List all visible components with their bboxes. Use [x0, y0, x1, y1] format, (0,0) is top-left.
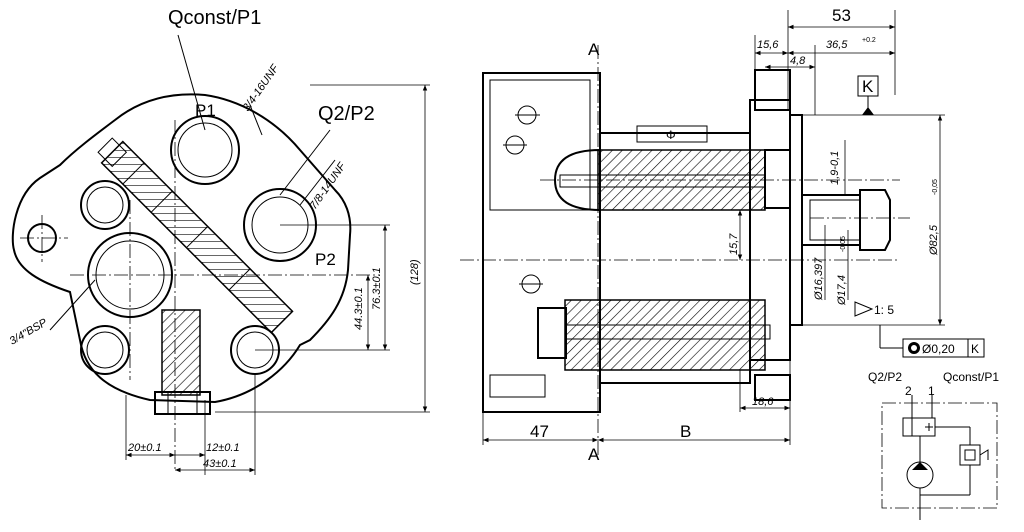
svg-text:Φ: Φ — [666, 128, 676, 142]
q2p2-label: Q2/P2 — [318, 103, 375, 125]
tolerance-value: Ø0,20 — [922, 342, 955, 356]
dim-36-5-tol: +0.2 — [862, 37, 876, 44]
dim-15-6: 15,6 — [757, 39, 779, 51]
tolerance-datum: K — [971, 342, 979, 356]
dim-1-9: 1,9-0,1 — [829, 151, 841, 185]
schematic-port-2: 2 — [905, 384, 912, 398]
dim-47: 47 — [530, 422, 549, 441]
dim-82-5-tol: -0,05 — [932, 179, 939, 195]
datum-k: K — [862, 77, 874, 96]
thread-p1-label: 3/4-16UNF — [241, 62, 282, 114]
section-bottom: A — [588, 445, 600, 464]
port-p2-label: P2 — [315, 250, 336, 269]
front-title: Qconst/P1 — [168, 7, 261, 29]
hydraulic-schematic: Q2/P2 Qconst/P1 2 1 — [868, 370, 999, 520]
dim-17-4: Ø17,4 — [836, 275, 848, 306]
schematic-qconst: Qconst/P1 — [943, 370, 999, 384]
dim-17-4-tol: -0,05 — [840, 236, 847, 252]
dim-36-5: 36,5 — [826, 39, 848, 51]
schematic-q2p2: Q2/P2 — [868, 370, 902, 384]
dim-82-5: Ø82,5 — [928, 224, 940, 256]
dim-18-6: 18,6 — [752, 396, 774, 408]
thread-p2-label: 7/8-14UNF — [308, 160, 349, 212]
taper-ratio: 1: 5 — [874, 303, 894, 317]
front-view: Qconst/P1 P1 P2 Q2/P2 3/4-16UNF 7/8-14UN… — [8, 7, 430, 475]
dim-44-3: 44.3±0.1 — [353, 287, 365, 330]
dim-16-397: Ø16,397 — [813, 257, 825, 301]
port-p1-label: P1 — [195, 101, 216, 120]
dim-12: 12±0.1 — [206, 442, 240, 454]
dim-4-8: 4,8 — [790, 55, 806, 67]
dim-76-3: 76.3±0.1 — [371, 267, 383, 310]
dim-128: (128) — [409, 259, 421, 285]
schematic-port-1: 1 — [928, 384, 935, 398]
section-top: A — [588, 40, 600, 59]
dim-53: 53 — [832, 6, 851, 25]
side-view: A A Φ 53 15,6 — [460, 6, 985, 464]
dim-15-7: 15,7 — [728, 233, 740, 255]
dim-20: 20±0.1 — [127, 442, 162, 454]
dim-43: 43±0.1 — [203, 458, 237, 470]
dim-b: B — [680, 422, 691, 441]
thread-bsp-label: 3/4"BSP — [8, 316, 50, 347]
